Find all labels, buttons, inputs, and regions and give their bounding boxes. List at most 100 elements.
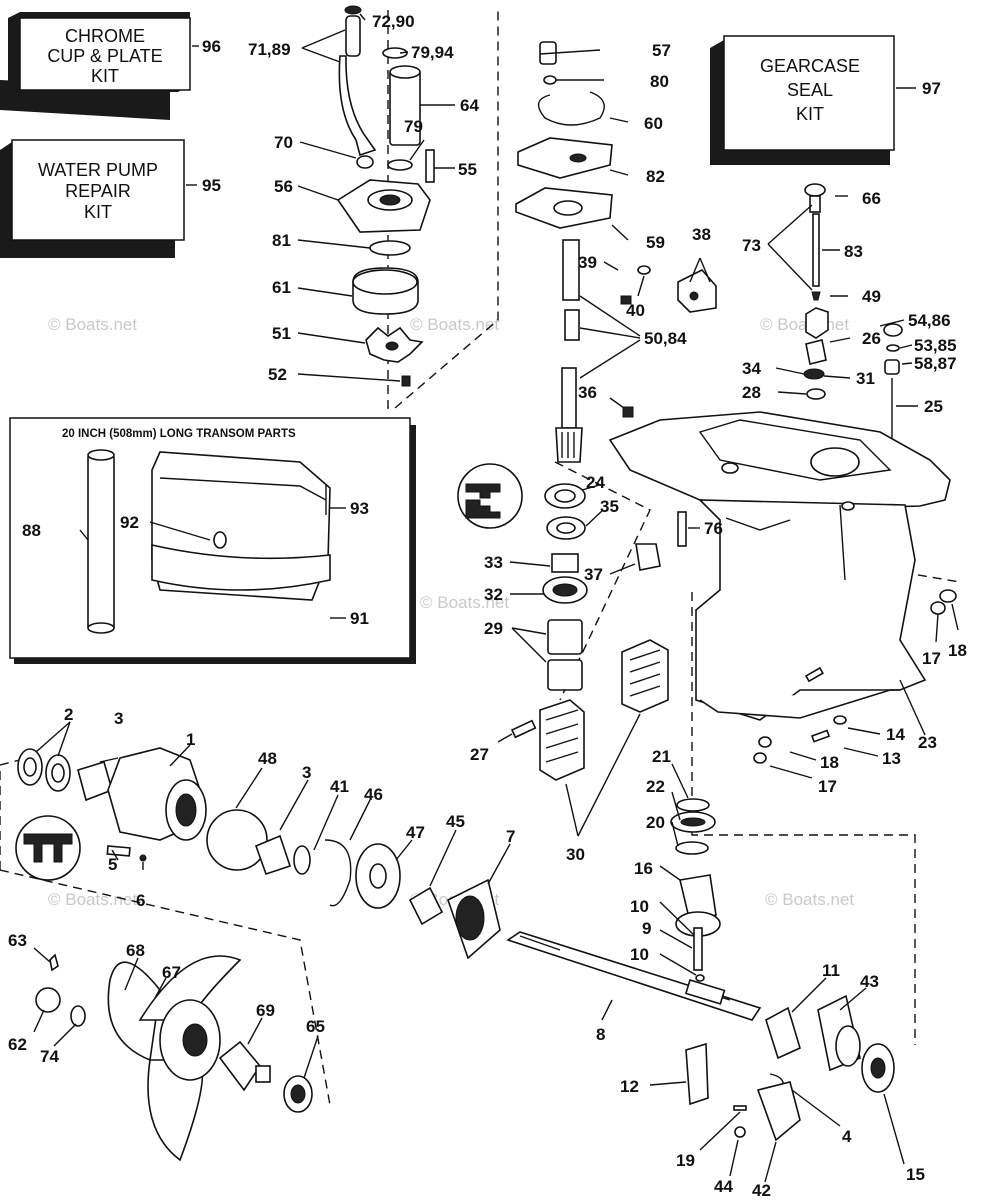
driveshaft-parts	[515, 41, 717, 463]
callout-label: 19	[676, 1151, 695, 1170]
propeller-parts	[35, 953, 313, 1162]
kit-box-chrome-cup-plate: CHROME CUP & PLATE KIT	[0, 12, 191, 120]
kit-number-gearcase: 97	[922, 79, 941, 98]
callout-label: 10	[630, 945, 649, 964]
callout-label: 72,90	[372, 12, 415, 31]
callout-label: 41	[330, 777, 349, 796]
inset-long-transom-parts: 20 INCH (508mm) LONG TRANSOM PARTS	[9, 417, 416, 664]
callout-label: 52	[268, 365, 287, 384]
watermark-text: © Boats.net	[765, 890, 854, 909]
kit-number-chrome: 96	[202, 37, 221, 56]
callout-label: 58,87	[914, 354, 957, 373]
callout-label: 66	[862, 189, 881, 208]
callout-label: 50,84	[644, 329, 687, 348]
callout-label: 20	[646, 813, 665, 832]
kit-number-water-pump: 95	[202, 176, 221, 195]
callout-label: 38	[692, 225, 711, 244]
callout-label: 1	[186, 730, 195, 749]
callout-labels: 72,90 71,89 79,94 57 80 64 60 70 79 55 8…	[8, 12, 967, 1200]
kit-box-chrome-line2: CUP & PLATE	[47, 46, 162, 66]
callout-label: 17	[818, 777, 837, 796]
callout-label: 53,85	[914, 336, 957, 355]
callout-label: 27	[470, 745, 489, 764]
callout-label: 68	[126, 941, 145, 960]
callout-label: 73	[742, 236, 761, 255]
callout-label: 44	[714, 1177, 733, 1196]
callout-label: 47	[406, 823, 425, 842]
kit-box-gearcase-line1: GEARCASE	[760, 56, 860, 76]
kit-box-gearcase-seal: GEARCASE SEAL KIT	[710, 35, 895, 165]
callout-label: 46	[364, 785, 383, 804]
callout-label: 26	[862, 329, 881, 348]
callout-label: 82	[646, 167, 665, 186]
callout-label: 81	[272, 231, 291, 250]
callout-label: 57	[652, 41, 671, 60]
callout-label: 62	[8, 1035, 27, 1054]
watermark-text: © Boats.net	[420, 593, 509, 612]
callout-label: 36	[578, 383, 597, 402]
callout-label: 42	[752, 1181, 771, 1200]
callout-label: 6	[136, 891, 145, 910]
callout-label: 8	[596, 1025, 605, 1044]
callout-label: 11	[822, 961, 840, 980]
gear-parts-right	[670, 798, 895, 1142]
callout-label: 49	[862, 287, 881, 306]
leader-lines	[33, 13, 959, 1183]
shift-rod-parts	[803, 183, 903, 460]
callout-label: 60	[644, 114, 663, 133]
callout-label: 33	[484, 553, 503, 572]
callout-label: 32	[484, 585, 503, 604]
kit-box-water-pump-line3: KIT	[84, 202, 112, 222]
callout-label: 55	[458, 160, 477, 179]
kit-box-water-pump: WATER PUMP REPAIR KIT	[0, 139, 185, 258]
callout-label: 88	[22, 521, 41, 540]
callout-label: 71,89	[248, 40, 291, 59]
watermark-text: © Boats.net	[410, 315, 499, 334]
kit-box-gearcase-line2: SEAL	[787, 80, 833, 100]
drive-parts-left	[457, 463, 957, 781]
watermark-text: © Boats.net	[48, 315, 137, 334]
callout-label: 48	[258, 749, 277, 768]
callout-label: 79	[404, 117, 423, 136]
callout-label: 43	[860, 972, 879, 991]
callout-label: 40	[626, 301, 645, 320]
callout-label: 35	[600, 497, 619, 516]
callout-label: 17	[922, 649, 941, 668]
callout-label: 79,94	[411, 43, 454, 62]
callout-label: 13	[882, 749, 901, 768]
gearcase-housing	[608, 411, 951, 721]
callout-label: 23	[918, 733, 937, 752]
callout-label: 64	[460, 96, 479, 115]
callout-label: 28	[742, 383, 761, 402]
callout-label: 25	[924, 397, 943, 416]
water-pump-parts	[336, 5, 435, 387]
propeller-shaft-parts	[15, 747, 762, 1021]
callout-label: 93	[350, 499, 369, 518]
callout-label: 54,86	[908, 311, 951, 330]
watermark-text: © Boats.net	[48, 890, 137, 909]
callout-label: 74	[40, 1047, 59, 1066]
callout-label: 67	[162, 963, 181, 982]
callout-label: 76	[704, 519, 723, 538]
callout-label: 34	[742, 359, 761, 378]
callout-label: 56	[274, 177, 293, 196]
callout-label: 80	[650, 72, 669, 91]
callout-label: 51	[272, 324, 291, 343]
callout-label: 91	[350, 609, 369, 628]
callout-label: 14	[886, 725, 905, 744]
kit-box-chrome-line3: KIT	[91, 66, 119, 86]
callout-label: 3	[302, 763, 311, 782]
callout-label: 59	[646, 233, 665, 252]
callout-label: 18	[948, 641, 967, 660]
callout-label: 15	[906, 1165, 925, 1184]
callout-label: 31	[856, 369, 875, 388]
callout-label: 45	[446, 812, 465, 831]
watermark-text: © Boats.net	[760, 315, 849, 334]
callout-label: 12	[620, 1077, 639, 1096]
callout-label: 39	[578, 253, 597, 272]
callout-label: 65	[306, 1017, 325, 1036]
callout-label: 21	[652, 747, 671, 766]
callout-label: 9	[642, 919, 651, 938]
callout-label: 30	[566, 845, 585, 864]
